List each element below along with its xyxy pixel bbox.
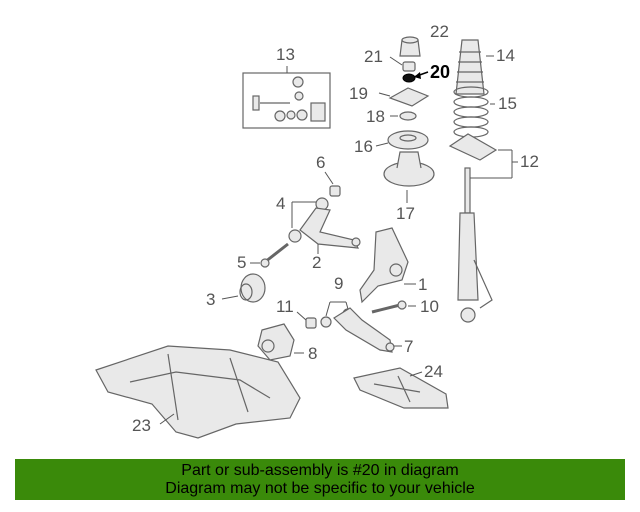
- part-23-subframe: [95, 345, 301, 439]
- part-24-crossmember-plate: [353, 367, 449, 409]
- callout-24: 24: [424, 362, 443, 381]
- part-5-bolt: [250, 242, 289, 268]
- callout-10: 10: [420, 297, 439, 316]
- callout-8: 8: [308, 344, 317, 363]
- parts-diagram: 13 22 21 20 14 19 15 18 16 12 6 17 4 2 5…: [95, 22, 539, 439]
- callout-2: 2: [312, 253, 321, 272]
- callout-18: 18: [366, 107, 385, 126]
- callout-17: 17: [396, 204, 415, 223]
- part-15-coil-spring: [453, 86, 495, 138]
- part-2-control-arm: [299, 207, 361, 254]
- callout-22: 22: [430, 22, 449, 41]
- part-3-bushing: [221, 273, 266, 303]
- callout-21: 21: [364, 47, 383, 66]
- part-16-spring-seat: [375, 130, 429, 150]
- callout-1: 1: [418, 275, 427, 294]
- part-14-dust-boot: [455, 39, 494, 95]
- part-21-nut: [389, 56, 416, 72]
- part-11-nut: [296, 311, 317, 329]
- part-13-hardware-kit: [242, 66, 331, 129]
- callout-12: 12: [520, 152, 539, 171]
- part-8-bushing-block: [257, 323, 304, 361]
- callout-5: 5: [237, 253, 246, 272]
- callout-4: 4: [276, 194, 285, 213]
- callout-15: 15: [498, 94, 517, 113]
- info-banner: Part or sub-assembly is #20 in diagram D…: [15, 459, 625, 500]
- callout-19: 19: [349, 84, 368, 103]
- part-1-steering-knuckle: [359, 227, 416, 304]
- callout-13: 13: [276, 45, 295, 64]
- callout-6: 6: [316, 153, 325, 172]
- callout-3: 3: [206, 290, 215, 309]
- callout-11: 11: [276, 297, 294, 316]
- callout-23: 23: [132, 416, 151, 435]
- part-17-strut-mount: [383, 151, 435, 203]
- callout-16: 16: [354, 137, 373, 156]
- part-12-strut-assembly: [448, 133, 518, 323]
- callout-14: 14: [496, 46, 515, 65]
- callout-20: 20: [430, 62, 450, 82]
- part-22-bump-stop: [399, 36, 421, 57]
- part-6-nut: [324, 171, 341, 197]
- callout-7: 7: [404, 337, 413, 356]
- banner-line-disclaimer: Diagram may not be specific to your vehi…: [165, 480, 475, 497]
- banner-line-part: Part or sub-assembly is #20 in diagram: [181, 462, 459, 479]
- part-10-bolt: [371, 300, 416, 314]
- part-18-bushing: [390, 111, 417, 121]
- part-7-lower-arm: [333, 307, 402, 353]
- callout-9: 9: [334, 274, 343, 293]
- part-19-mount-plate: [378, 87, 430, 107]
- part-4-bushings: [288, 197, 329, 243]
- part-20-washer: [402, 71, 429, 83]
